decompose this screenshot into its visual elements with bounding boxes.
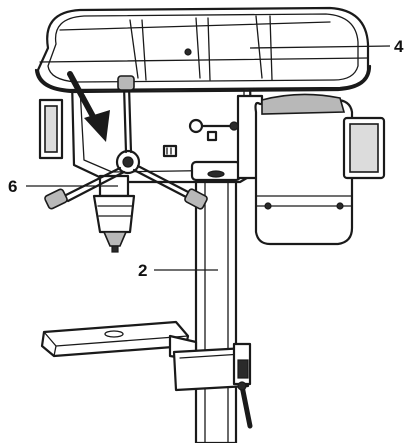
callout-6: 6 [8, 177, 17, 196]
down-arrow-indicator [67, 71, 110, 142]
head-housing [38, 78, 254, 184]
feed-handles [44, 75, 208, 210]
column [194, 173, 238, 443]
belt-guard-cover [34, 6, 372, 94]
motor [236, 93, 386, 246]
callout-4: 4 [394, 37, 404, 56]
leader-lines [26, 45, 391, 271]
work-table [40, 320, 198, 362]
indicator-plate [162, 144, 178, 158]
callout-2: 2 [138, 261, 147, 280]
chuck [92, 174, 136, 253]
leader-line-4 [249, 45, 391, 49]
depth-lock-knob [188, 118, 239, 142]
table-collar [172, 342, 253, 429]
